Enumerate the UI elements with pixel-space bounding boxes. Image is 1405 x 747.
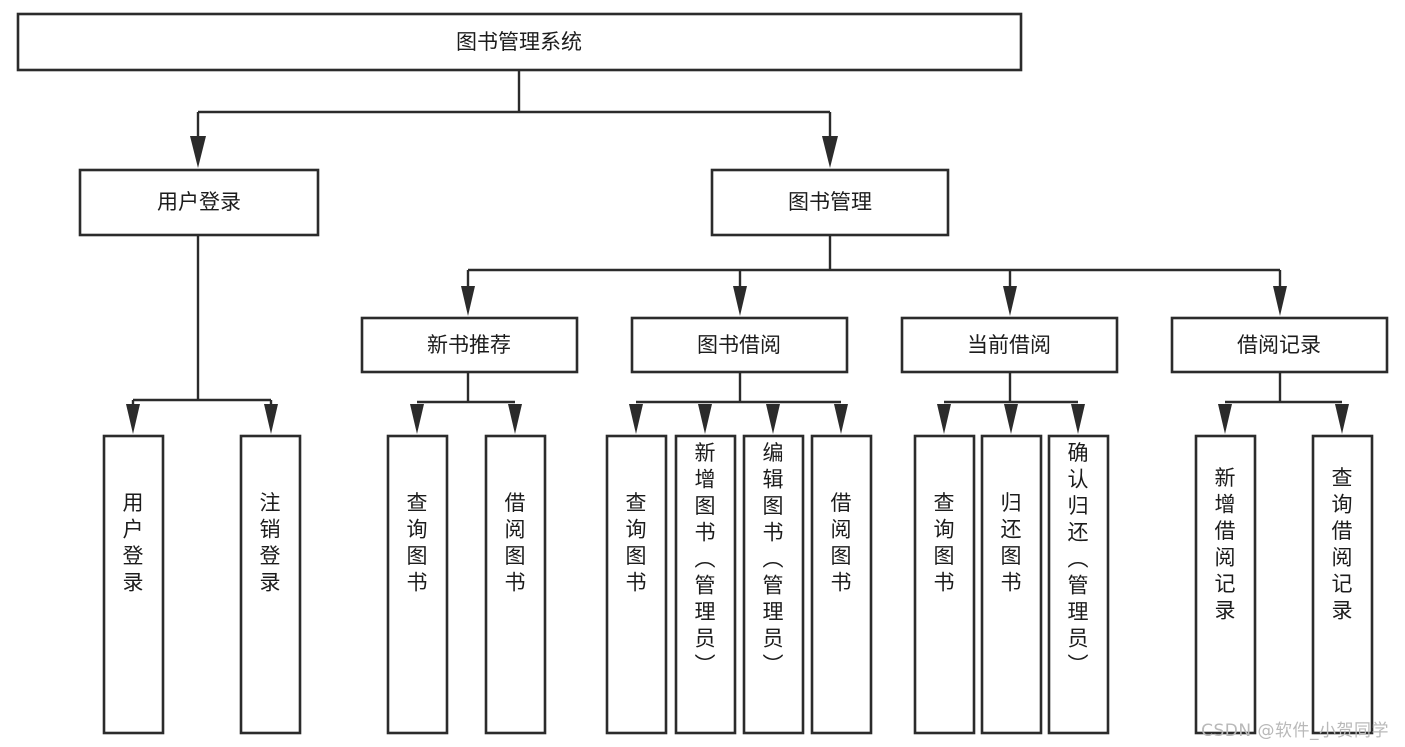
arrow-root-to-book-manage: [822, 136, 838, 168]
node-leaf-user-login[interactable]: 用户登录: [102, 434, 165, 735]
arrow-borrow-record-leaf-1: [1218, 404, 1232, 434]
node-book-borrow-box[interactable]: [630, 316, 849, 374]
node-leaf-borrow-book-2-box[interactable]: [810, 434, 873, 735]
arrow-book-borrow-leaf-2: [698, 404, 712, 434]
node-leaf-query-book-1-box[interactable]: [386, 434, 449, 735]
node-leaf-query-book-3[interactable]: 查询图书: [913, 434, 976, 735]
node-leaf-user-login-box[interactable]: [102, 434, 165, 735]
arrow-current-borrow-leaf-2: [1004, 404, 1018, 434]
node-borrow-record[interactable]: 借阅记录: [1170, 316, 1389, 374]
node-leaf-confirm-return-label: 确认归还︵管理员︶: [1068, 441, 1089, 677]
arrow-book-borrow-leaf-4: [834, 404, 848, 434]
node-book-manage[interactable]: 图书管理: [710, 168, 950, 237]
node-leaf-add-record-label: 新增借阅记录: [1215, 466, 1236, 623]
watermark-text: CSDN @软件_小贺同学: [1201, 721, 1389, 741]
node-book-borrow[interactable]: 图书借阅: [630, 316, 849, 374]
node-leaf-query-book-2-label: 查询图书: [626, 491, 647, 595]
arrow-book-manage-to-borrow-record: [1273, 286, 1287, 316]
node-leaf-query-book-3-label: 查询图书: [934, 491, 955, 595]
node-leaf-edit-book-box[interactable]: [742, 434, 805, 735]
arrow-book-borrow-leaf-3: [766, 404, 780, 434]
arrow-user-login-leaf-1: [126, 404, 140, 434]
arrow-book-manage-to-new-book-rec: [461, 286, 475, 316]
arrow-book-borrow-leaf-1: [629, 404, 643, 434]
node-book-manage-box[interactable]: [710, 168, 950, 237]
node-leaf-logout[interactable]: 注销登录: [239, 434, 302, 735]
node-leaf-confirm-return[interactable]: 确认归还︵管理员︶: [1047, 434, 1110, 735]
node-leaf-add-record[interactable]: 新增借阅记录: [1194, 434, 1257, 735]
node-leaf-add-book-box[interactable]: [674, 434, 737, 735]
node-root[interactable]: 图书管理系统: [16, 12, 1023, 72]
node-leaf-add-record-box[interactable]: [1194, 434, 1257, 735]
node-leaf-query-record-label: 查询借阅记录: [1332, 466, 1353, 623]
arrow-current-borrow-leaf-1: [937, 404, 951, 434]
node-leaf-confirm-return-box[interactable]: [1047, 434, 1110, 735]
node-leaf-add-book[interactable]: 新增图书︵管理员︶: [674, 434, 737, 735]
node-leaf-query-book-2-box[interactable]: [605, 434, 668, 735]
node-leaf-query-book-2[interactable]: 查询图书: [605, 434, 668, 735]
connector-layer: [126, 70, 1349, 434]
node-book-manage-label: 图书管理: [788, 190, 872, 214]
node-leaf-borrow-book-1-label: 借阅图书: [505, 491, 526, 595]
node-leaf-query-record[interactable]: 查询借阅记录: [1311, 434, 1374, 735]
arrow-new-book-rec-leaf-1: [410, 404, 424, 434]
node-borrow-record-label: 借阅记录: [1237, 333, 1321, 357]
node-leaf-borrow-book-1-box[interactable]: [484, 434, 547, 735]
node-leaf-query-book-1-label: 查询图书: [407, 491, 428, 595]
arrow-root-to-user-login: [190, 136, 206, 168]
node-leaf-logout-label: 注销登录: [260, 491, 281, 595]
node-current-borrow-label: 当前借阅: [967, 333, 1051, 357]
arrow-borrow-record-leaf-2: [1335, 404, 1349, 434]
node-leaf-query-book-1[interactable]: 查询图书: [386, 434, 449, 735]
node-leaf-return-book-box[interactable]: [980, 434, 1043, 735]
node-root-label: 图书管理系统: [456, 30, 582, 54]
node-leaf-borrow-book-2[interactable]: 借阅图书: [810, 434, 873, 735]
node-leaf-query-record-box[interactable]: [1311, 434, 1374, 735]
arrow-new-book-rec-leaf-2: [508, 404, 522, 434]
node-new-book-rec-label: 新书推荐: [427, 333, 511, 357]
node-root-box[interactable]: [16, 12, 1023, 72]
arrow-user-login-leaf-2: [264, 404, 278, 434]
node-leaf-edit-book-label: 编辑图书︵管理员︶: [763, 441, 784, 677]
node-user-login[interactable]: 用户登录: [78, 168, 320, 237]
node-borrow-record-box[interactable]: [1170, 316, 1389, 374]
node-leaf-logout-box[interactable]: [239, 434, 302, 735]
node-book-borrow-label: 图书借阅: [697, 333, 781, 357]
node-leaf-borrow-book-1[interactable]: 借阅图书: [484, 434, 547, 735]
arrow-book-manage-to-book-borrow: [733, 286, 747, 316]
node-new-book-rec[interactable]: 新书推荐: [360, 316, 579, 374]
node-new-book-rec-box[interactable]: [360, 316, 579, 374]
node-leaf-user-login-label: 用户登录: [123, 491, 144, 595]
arrow-current-borrow-leaf-3: [1071, 404, 1085, 434]
node-current-borrow-box[interactable]: [900, 316, 1119, 374]
arrow-book-manage-to-current-borrow: [1003, 286, 1017, 316]
node-leaf-return-book-label: 归还图书: [1001, 491, 1022, 595]
node-leaf-add-book-label: 新增图书︵管理员︶: [695, 441, 716, 677]
node-leaf-borrow-book-2-label: 借阅图书: [831, 491, 852, 595]
node-leaf-query-book-3-box[interactable]: [913, 434, 976, 735]
node-user-login-box[interactable]: [78, 168, 320, 237]
node-user-login-label: 用户登录: [157, 190, 241, 214]
node-leaf-return-book[interactable]: 归还图书: [980, 434, 1043, 735]
node-current-borrow[interactable]: 当前借阅: [900, 316, 1119, 374]
node-leaf-edit-book[interactable]: 编辑图书︵管理员︶: [742, 434, 805, 735]
